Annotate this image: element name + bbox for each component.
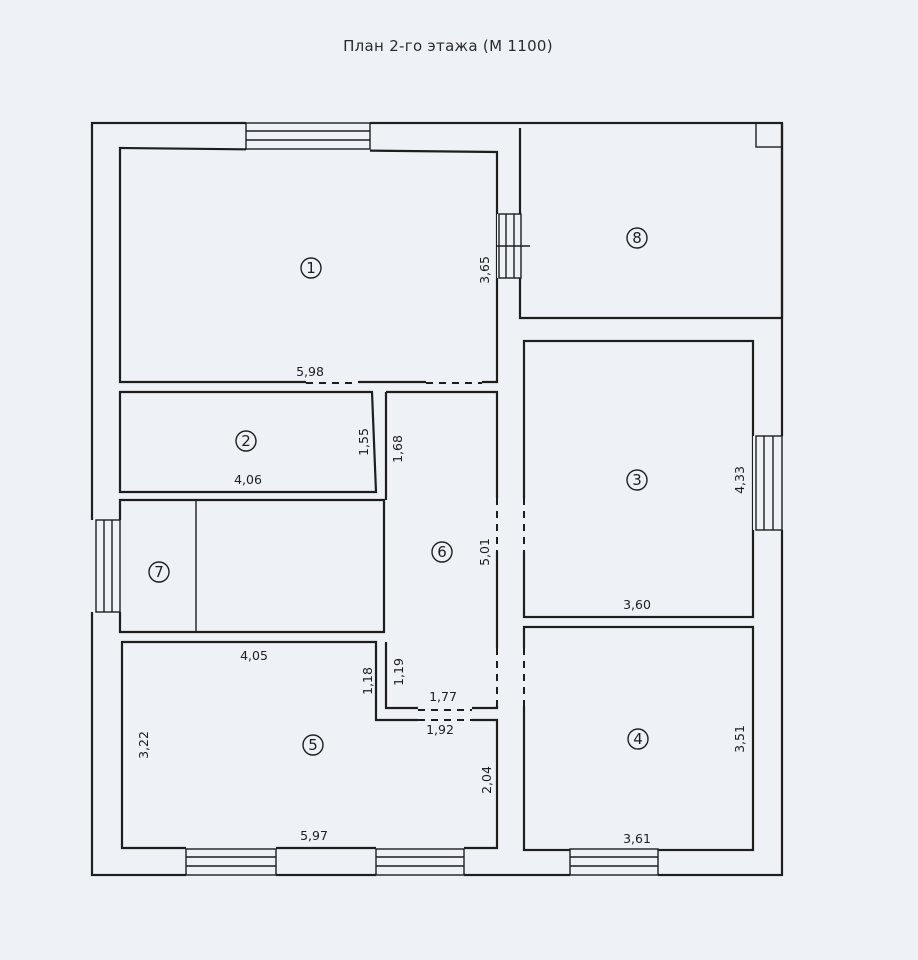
window-left (88, 519, 122, 613)
dim-room5-width: 5,97 (300, 828, 328, 843)
window-room-1-8 (497, 213, 530, 279)
room-2-outline (118, 390, 378, 494)
window-top (245, 119, 371, 153)
chimney-block (755, 122, 783, 148)
corridor-6-outline (384, 390, 499, 710)
dim-corridor-top: 1,68 (390, 435, 405, 463)
room-number: 8 (632, 229, 642, 247)
room-1-outline (118, 146, 499, 384)
room-label-6: 6 (431, 541, 453, 563)
room-label-2: 2 (235, 430, 257, 452)
dim-room4-height: 3,51 (732, 725, 747, 753)
room-number: 2 (241, 432, 251, 450)
window-bottom-3 (569, 846, 659, 879)
room-number: 3 (632, 471, 642, 489)
room-label-1: 1 (300, 257, 322, 279)
dim-room3-width: 3,60 (623, 597, 651, 612)
dim-room5-right-height: 2,04 (479, 766, 494, 794)
window-right (753, 435, 786, 531)
room-label-5: 5 (302, 734, 324, 756)
room-number: 4 (633, 730, 643, 748)
window-bottom-1 (185, 846, 277, 879)
dim-corridor-height: 5,01 (477, 538, 492, 566)
dim-room5-height: 3,22 (136, 731, 151, 759)
room-5-outline (120, 640, 499, 850)
room-label-3: 3 (626, 469, 648, 491)
dim-step-a: 1,18 (360, 667, 375, 695)
room-number: 6 (437, 543, 447, 561)
dim-room4-width: 3,61 (623, 831, 651, 846)
room-label-8: 8 (626, 227, 648, 249)
dim-room3-height: 4,33 (732, 466, 747, 494)
dim-step-b: 1,19 (391, 658, 406, 686)
dim-room5-top-width: 4,05 (240, 648, 268, 663)
dim-room1-height: 3,65 (477, 256, 492, 284)
room-label-7: 7 (148, 561, 170, 583)
dim-room1-width: 5,98 (296, 364, 324, 379)
window-bottom-2 (375, 846, 465, 879)
room-number: 5 (308, 736, 318, 754)
room-label-4: 4 (627, 728, 649, 750)
dim-room2-height: 1,55 (356, 428, 371, 456)
dim-door-top: 1,77 (429, 689, 457, 704)
dim-room2-width: 4,06 (234, 472, 262, 487)
room-number: 7 (154, 563, 164, 581)
room-8-wall (518, 123, 784, 320)
plan-title: План 2-го этажа (М 1100) (343, 37, 553, 55)
room-number: 1 (306, 259, 316, 277)
dim-door-bottom: 1,92 (426, 722, 454, 737)
